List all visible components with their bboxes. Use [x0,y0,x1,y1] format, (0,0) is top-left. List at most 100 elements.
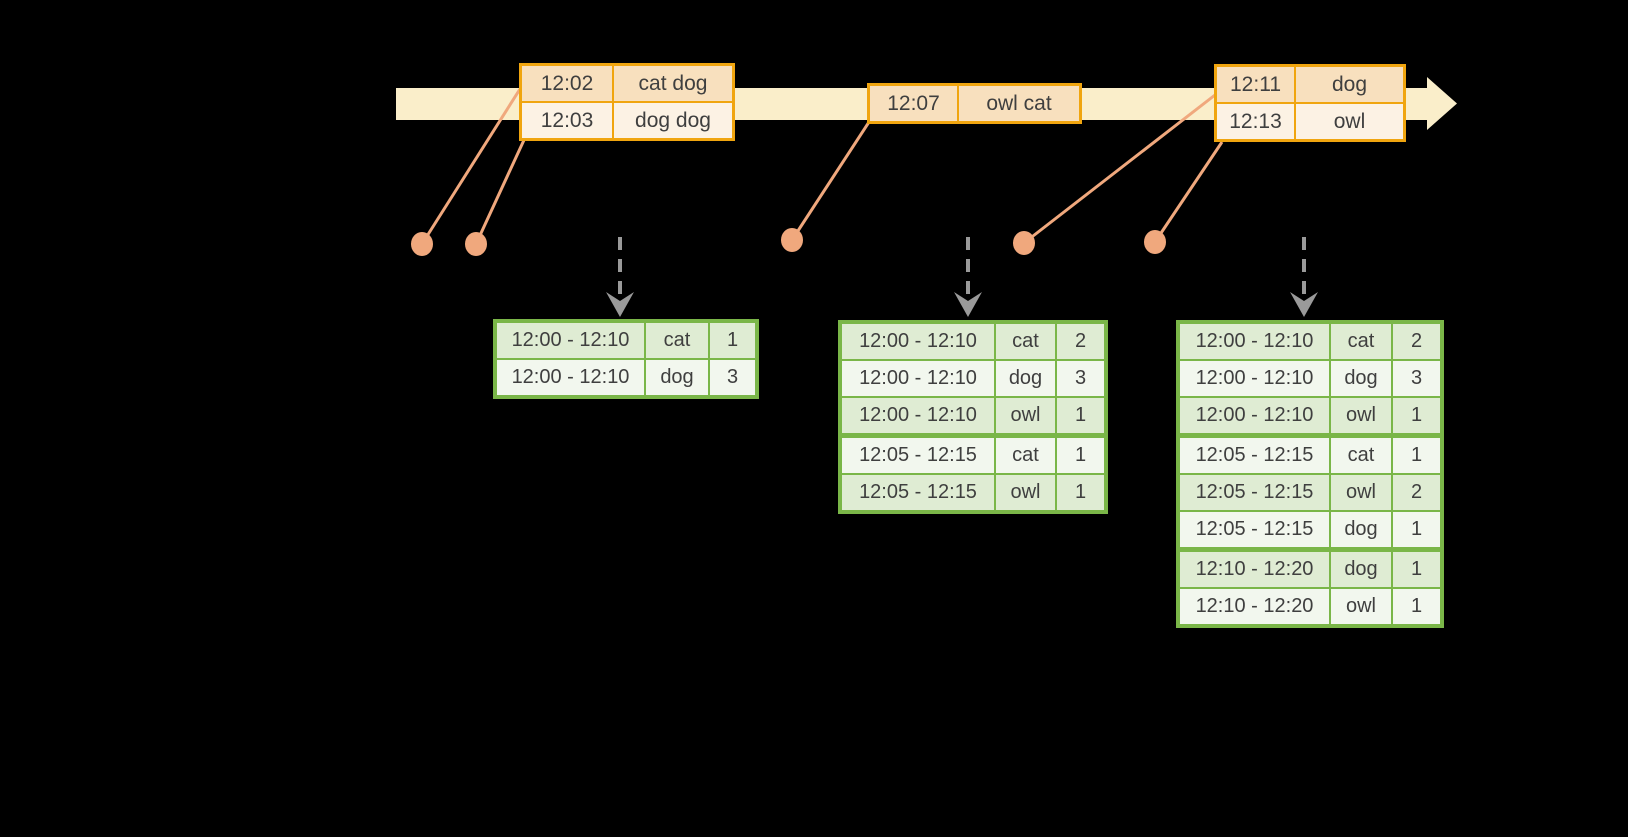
cell-window: 12:05 - 12:15 [839,473,996,513]
cell-count: 1 [708,320,758,360]
event-dot-icon [411,232,433,256]
cell-word: dog [1329,359,1393,398]
cell-word: cat [994,321,1057,361]
cell-window: 12:00 - 12:10 [1177,359,1331,398]
cell-window: 12:00 - 12:10 [839,359,996,398]
trigger-arrowhead-icon [606,292,634,317]
cell-count: 1 [1391,547,1443,589]
cell-word: owl [1329,473,1393,512]
cell-time: 12:07 [867,83,959,124]
cell-count: 1 [1391,587,1443,627]
connector-line [790,121,871,241]
cell-window: 12:00 - 12:10 [1177,396,1331,437]
trigger-arrowhead-icon [954,292,982,317]
cell-window: 12:05 - 12:15 [1177,510,1331,551]
cell-count: 1 [1055,473,1107,513]
cell-count: 1 [1391,433,1443,475]
cell-words: owl cat [957,83,1082,124]
cell-window: 12:10 - 12:20 [1177,547,1331,589]
cell-window: 12:05 - 12:15 [1177,433,1331,475]
event-dot-icon [781,228,803,252]
cell-count: 3 [1055,359,1107,398]
cell-count: 1 [1391,510,1443,551]
cell-word: owl [1329,587,1393,627]
cell-window: 12:00 - 12:10 [839,321,996,361]
cell-word: dog [994,359,1057,398]
event-dot-icon [465,232,487,256]
connector-line [474,139,526,245]
cell-word: dog [1329,547,1393,589]
cell-time: 12:03 [519,101,614,141]
cell-time: 12:11 [1214,64,1296,104]
trigger-arrowhead-icon [1290,292,1318,317]
cell-window: 12:00 - 12:10 [494,320,646,360]
event-dot-icon [1144,230,1166,254]
cell-count: 2 [1055,321,1107,361]
cell-count: 1 [1391,396,1443,437]
cell-word: owl [1329,396,1393,437]
cell-window: 12:00 - 12:10 [839,396,996,437]
cell-count: 1 [1055,396,1107,437]
cell-count: 2 [1391,473,1443,512]
cell-window: 12:00 - 12:10 [494,358,646,398]
cell-words: dog dog [612,101,735,141]
cell-word: owl [994,473,1057,513]
cell-word: cat [994,433,1057,475]
cell-word: cat [1329,433,1393,475]
event-dot-icon [1013,231,1035,255]
cell-word: dog [644,358,710,398]
cell-window: 12:10 - 12:20 [1177,587,1331,627]
cell-time: 12:02 [519,63,614,103]
timeline-arrowhead-icon [1427,77,1457,130]
cell-count: 2 [1391,321,1443,361]
cell-count: 3 [1391,359,1443,398]
cell-count: 1 [1055,433,1107,475]
cell-word: owl [994,396,1057,437]
connector-line [420,88,522,245]
connector-line [1153,141,1224,243]
connector-line [1023,93,1216,245]
cell-words: dog [1294,64,1406,104]
cell-word: cat [1329,321,1393,361]
cell-count: 3 [708,358,758,398]
cell-window: 12:05 - 12:15 [839,433,996,475]
cell-word: cat [644,320,710,360]
cell-words: cat dog [612,63,735,103]
cell-window: 12:05 - 12:15 [1177,473,1331,512]
cell-time: 12:13 [1214,102,1296,142]
cell-words: owl [1294,102,1406,142]
cell-window: 12:00 - 12:10 [1177,321,1331,361]
